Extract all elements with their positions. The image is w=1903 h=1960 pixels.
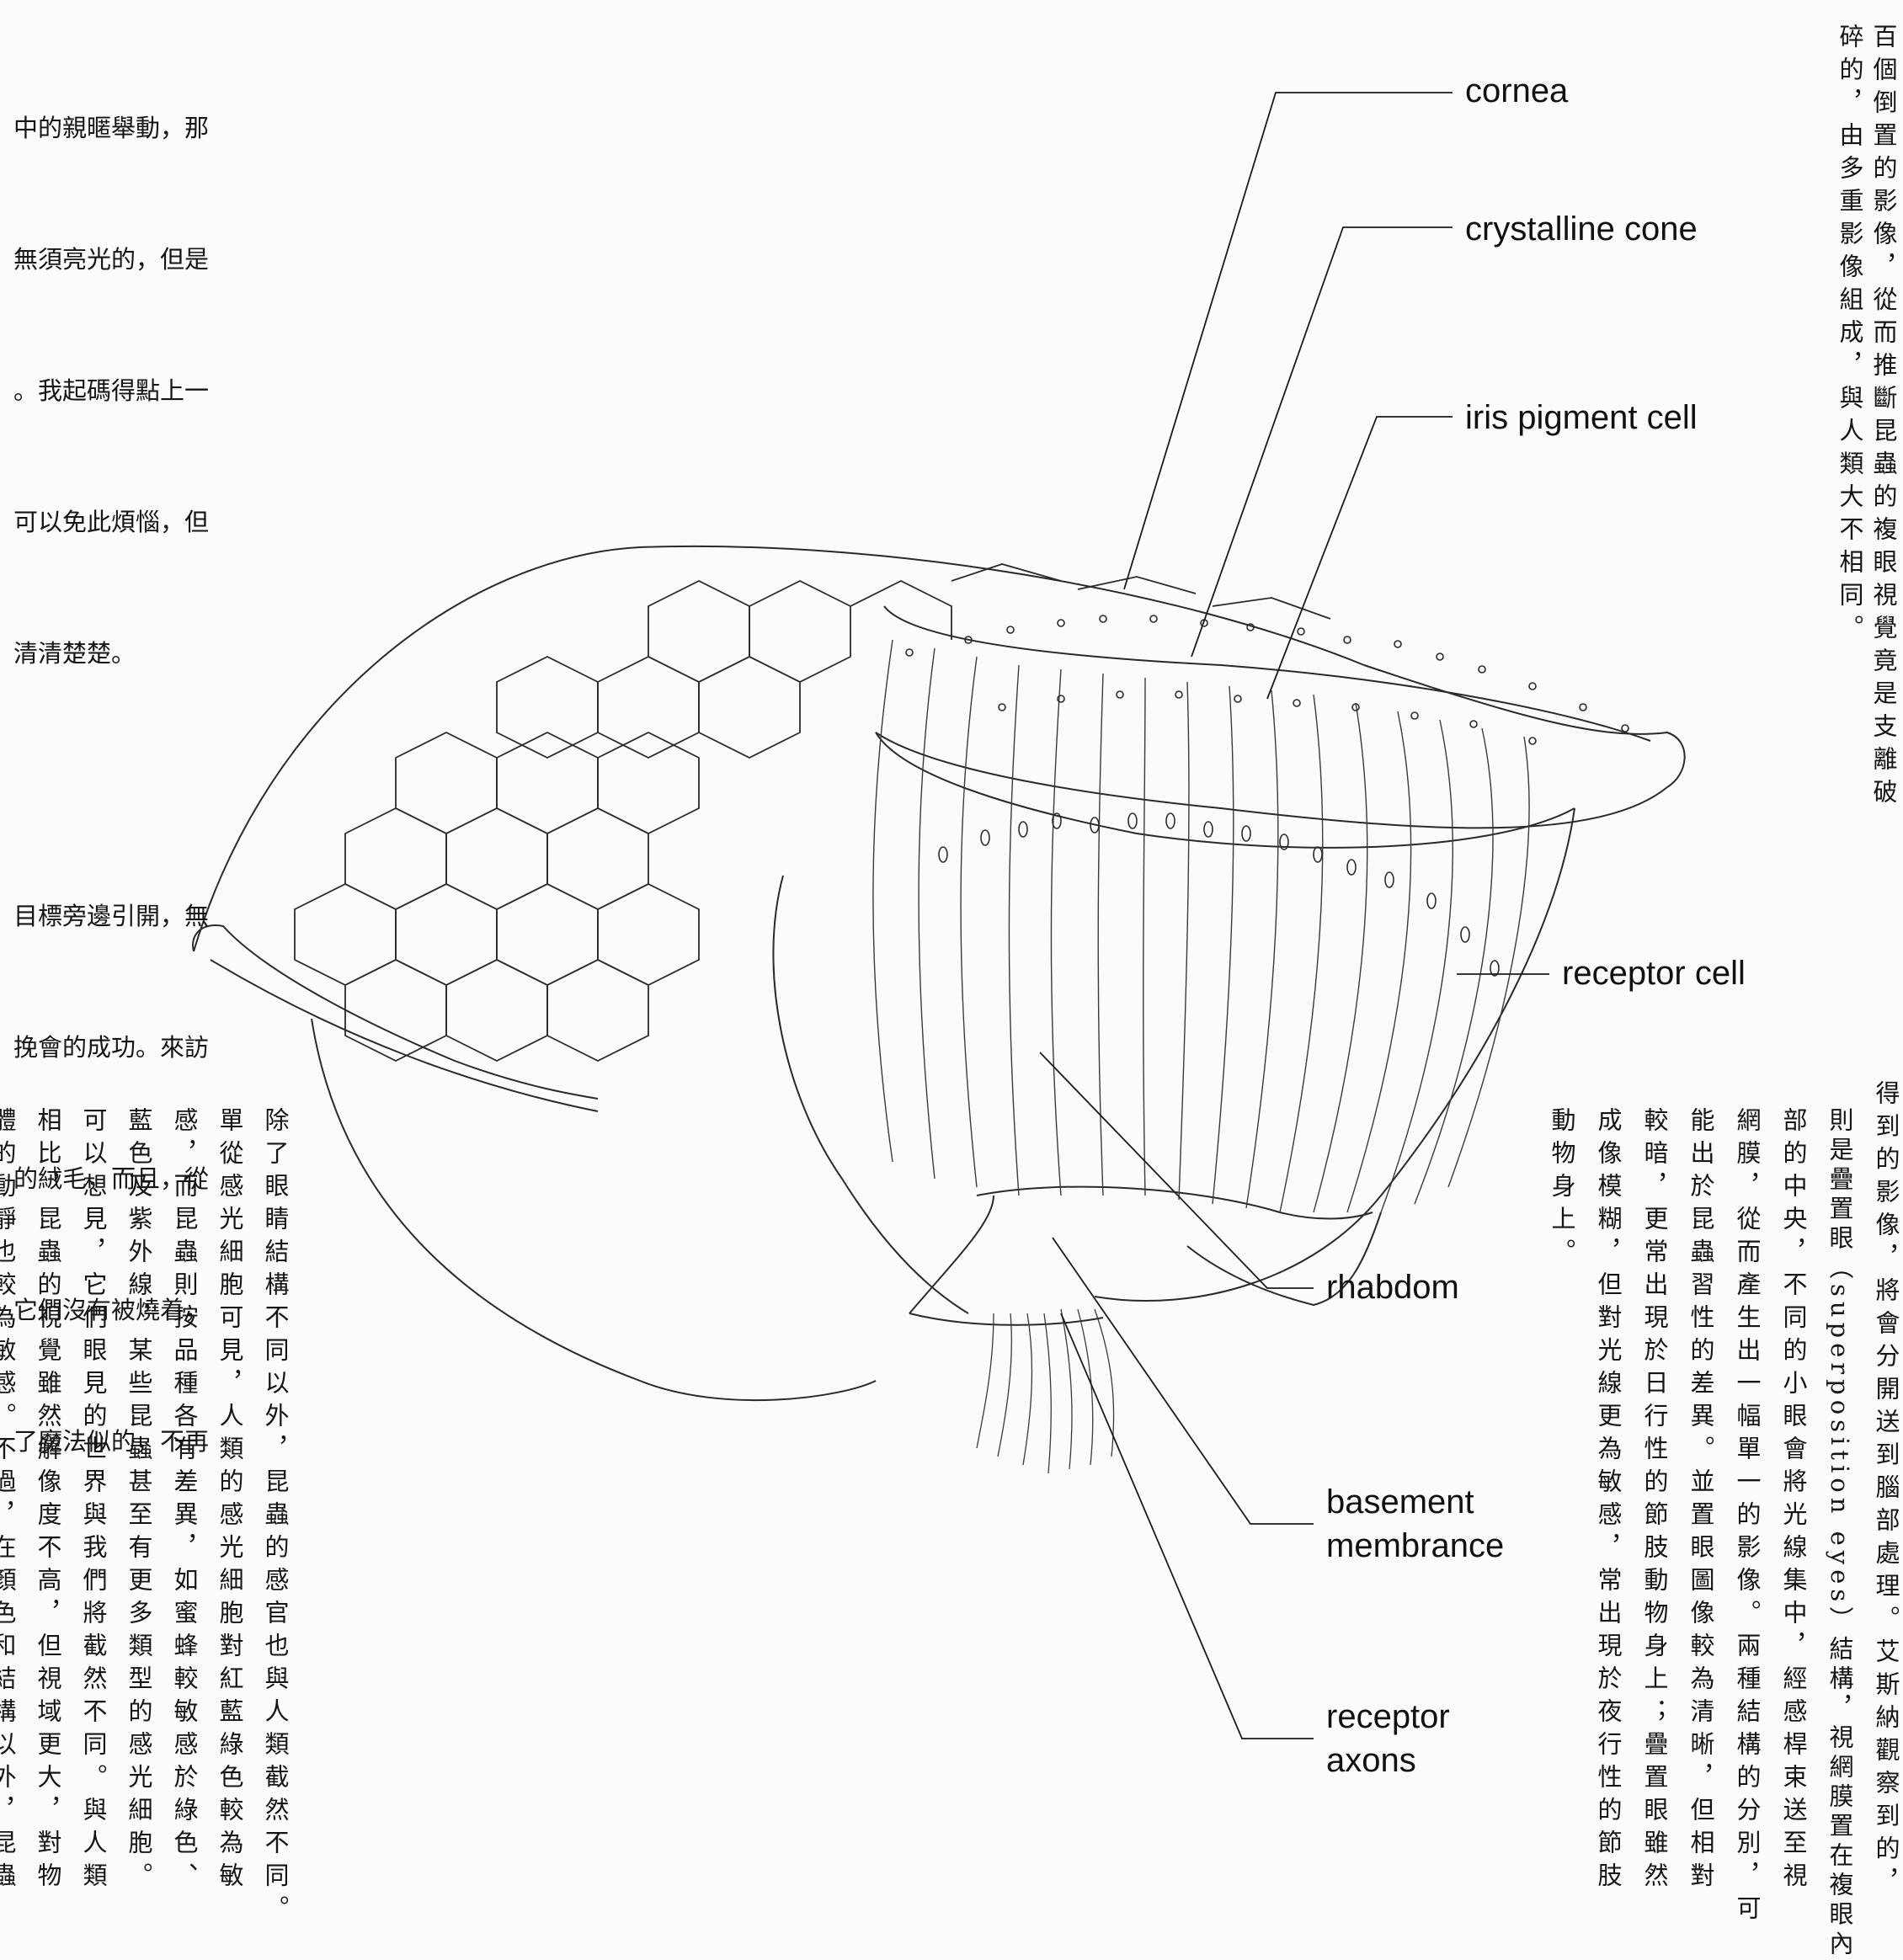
compound-eye-diagram <box>192 92 1686 1739</box>
label-receptor-cell: receptor cell <box>1562 955 1746 992</box>
bottom-left-column-7: 體的動靜也較為敏感。不過，在顏色和結構以外，昆蟲 <box>0 1107 17 1895</box>
bottom-right-column-4: 網膜，從而產生出一幅單一的影像。兩種結構的分別，可 <box>1733 1107 1762 1928</box>
label-basement-line1: basement <box>1326 1483 1474 1521</box>
facet-hexagons <box>294 563 1331 1063</box>
leader-crystalline-cone <box>1191 226 1453 658</box>
label-axons-line1: receptor <box>1326 1698 1450 1735</box>
leader-rhabdom <box>1039 1052 1314 1289</box>
label-axons-line2: axons <box>1326 1742 1416 1779</box>
top-right-column-2: 碎的，由多重影像組成，與人類大不相同。 <box>1836 24 1864 647</box>
bottom-right-column-7: 成像模糊，但對光線更為敏感，常出現於夜行性的節肢 <box>1594 1107 1623 1895</box>
bottom-right-column-5: 能出於昆蟲習性的差異。並置眼圖像較為清晰，但相對 <box>1687 1107 1715 1895</box>
label-basement-line2: membrance <box>1326 1527 1505 1564</box>
bottom-left-column-2: 單從感光細胞可見，人類的感光細胞對紅藍綠色較為敏 <box>216 1107 244 1895</box>
leader-axons <box>1060 1313 1314 1739</box>
top-left-paragraph: 中的親暱舉動，那 無須亮光的，但是 。我起碼得點上一 可以免此煩惱，但 清清楚楚… <box>13 19 209 1507</box>
bottom-left-column-6: 相比，昆蟲的視覺雖然解像度不高，但視域更大，對物 <box>34 1107 62 1895</box>
ommatidia-columns <box>872 639 1530 1213</box>
text-line: 清清楚楚。 <box>13 639 136 668</box>
leader-cornea <box>1123 92 1453 590</box>
text-line: 可以免此煩惱，但 <box>13 508 209 536</box>
bottom-left-column-1: 除了眼睛結構不同以外，昆蟲的感官也與人類截然不同。 <box>261 1107 290 1928</box>
label-rhabdom: rhabdom <box>1326 1269 1459 1306</box>
label-iris-pigment-cell: iris pigment cell <box>1465 399 1698 436</box>
text-line: 了魔法似的，不再 <box>13 1427 209 1456</box>
text-line: 的絨毛，而且，從 <box>13 1164 209 1193</box>
label-cornea: cornea <box>1465 72 1569 109</box>
text-line: 中的親暱舉動，那 <box>13 114 209 142</box>
axon-fibers <box>976 1308 1115 1474</box>
leader-iris-pigment-cell <box>1266 416 1453 700</box>
text-line: 。我起碼得點上一 <box>13 376 209 405</box>
eye-outline <box>192 545 1686 1402</box>
bottom-left-column-3: 感，而昆蟲則按品種各有差異，如蜜蜂較敏感於綠色、 <box>170 1107 199 1895</box>
text-line: 目標旁邊引開，無 <box>13 902 209 930</box>
text-line: 挽會的成功。來訪 <box>13 1033 209 1062</box>
label-crystalline-cone: crystalline cone <box>1465 210 1698 248</box>
bottom-right-column-3: 部的中央，不同的小眼會將光線集中，經感桿束送至視 <box>1779 1107 1808 1895</box>
text-line: 它們沒有被燒着， <box>13 1296 209 1324</box>
bottom-right-column-8: 動物身上。 <box>1548 1107 1576 1271</box>
leader-lines <box>1039 92 1549 1739</box>
bottom-right-column-6: 較暗，更常出現於日行性的節肢動物身上；疊置眼雖然 <box>1640 1107 1669 1895</box>
text-line <box>13 763 209 807</box>
label-basement-membrane: basement membrance <box>1326 1480 1504 1568</box>
label-receptor-axons: receptor axons <box>1326 1695 1450 1782</box>
bottom-left-column-4: 藍色及紫外線，某些昆蟲甚至有更多類型的感光細胞。 <box>125 1107 153 1895</box>
text-line: 無須亮光的，但是 <box>13 245 209 274</box>
bottom-right-column-1: 得到的影像，將會分開送到腦部處理。艾斯納觀察到的， <box>1872 1080 1900 1901</box>
bottom-left-column-5: 可以想見，它們眼見的世界與我們將截然不同。與人類 <box>79 1107 108 1895</box>
receptor-nuclei <box>905 615 1629 977</box>
top-right-column-1: 百個倒置的影像，從而推斷昆蟲的複眼視覺竟是支離破 <box>1869 24 1898 812</box>
leader-basement <box>1052 1237 1314 1525</box>
bottom-right-column-2: 則是疊置眼（superposition eyes）結構，視網膜置在複眼內 <box>1826 1107 1854 1960</box>
